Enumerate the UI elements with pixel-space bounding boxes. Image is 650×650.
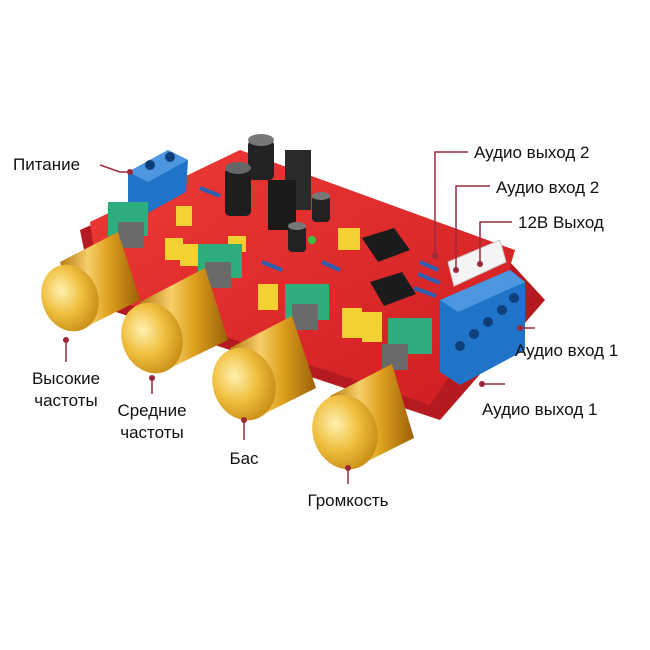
volume-knob[interactable] — [302, 364, 414, 479]
label-audio-out-1: Аудио выход 1 — [482, 400, 598, 419]
label-treble: Высокие частоты — [18, 368, 114, 412]
label-volume: Громкость — [307, 491, 389, 510]
label-12v-out: 12В Выход — [518, 213, 604, 232]
label-audio-in-2: Аудио вход 2 — [496, 178, 600, 197]
label-power: Питание — [13, 155, 81, 174]
label-mid-line1: Средние — [117, 401, 187, 420]
ic-chips — [362, 228, 416, 306]
resistors — [199, 186, 441, 298]
bass-knob[interactable] — [202, 316, 316, 429]
output-terminal — [440, 239, 525, 385]
label-treble-line2: частоты — [34, 391, 98, 410]
label-treble-line1: Высокие — [31, 369, 101, 388]
label-mid: Средние частоты — [104, 400, 200, 444]
film-capacitors — [165, 206, 382, 342]
label-bass: Бас — [229, 449, 259, 468]
power-terminal — [128, 150, 188, 214]
label-audio-in-1: Аудио вход 1 — [515, 341, 619, 360]
capacitors — [225, 134, 330, 252]
treble-knob[interactable] — [32, 232, 140, 340]
mid-knob[interactable] — [111, 268, 228, 382]
leader-lines — [63, 151, 535, 484]
label-mid-line2: частоты — [120, 423, 184, 442]
label-audio-out-2: Аудио выход 2 — [474, 143, 590, 162]
